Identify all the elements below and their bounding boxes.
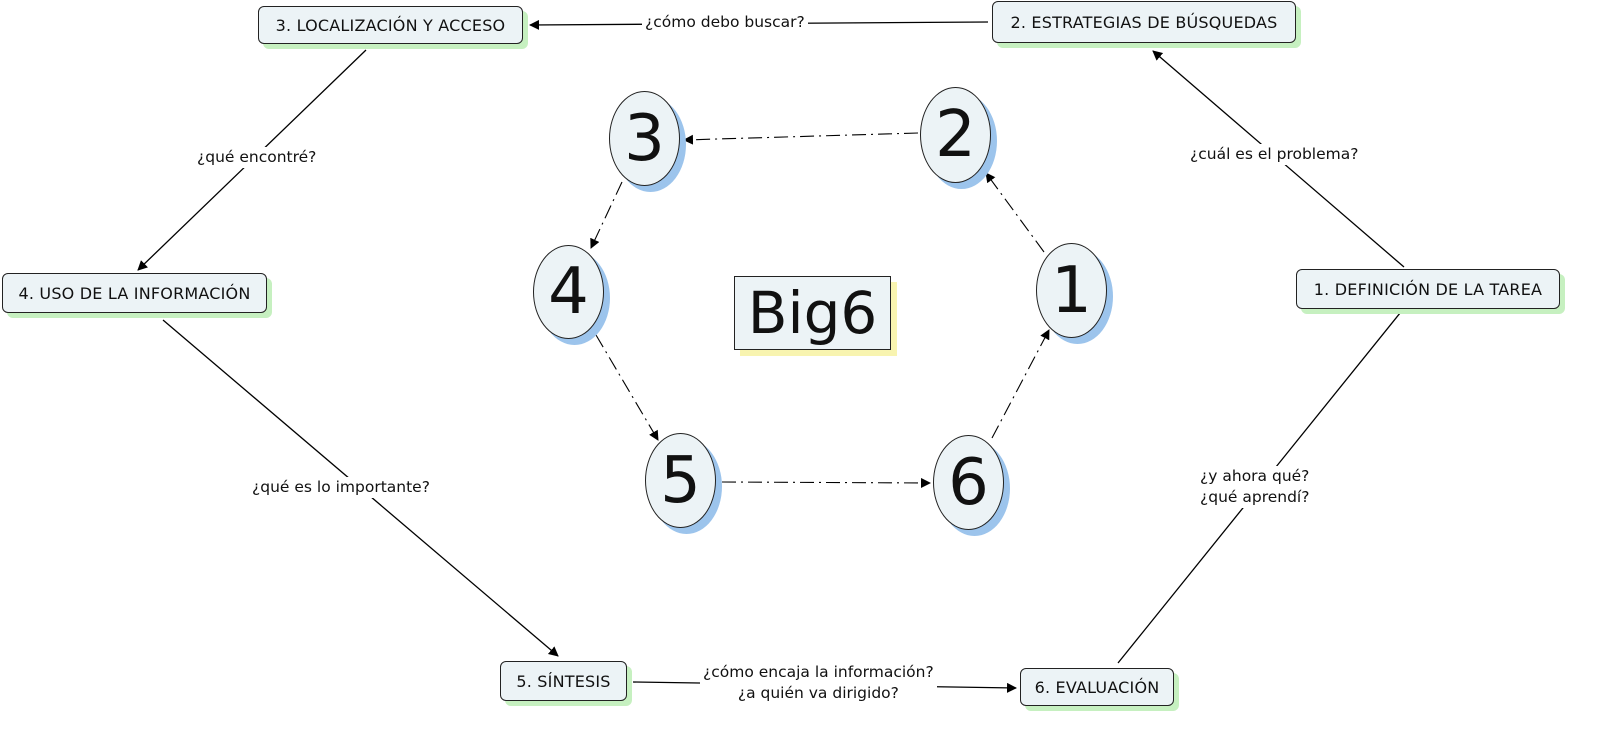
step-circle-5[interactable]: 5 [645,433,716,528]
step-number-5: 5 [660,443,701,518]
stage-node-2[interactable]: 2. ESTRATEGIAS DE BÚSQUEDAS [992,1,1296,43]
step-number-3: 3 [624,101,665,176]
inner-edge-4-to-5 [595,334,659,441]
stage-node-5[interactable]: 5. SÍNTESIS [500,661,627,701]
step-circle-6[interactable]: 6 [933,435,1004,530]
step-number-2: 2 [935,98,976,172]
question-label-6-1: ¿y ahora qué? ¿qué aprendí? [1197,466,1313,508]
step-number-4: 4 [548,255,589,329]
stage-label-1: 1. DEFINICIÓN DE LA TAREA [1313,279,1543,299]
stage-node-4[interactable]: 4. USO DE LA INFORMACIÓN [2,273,267,313]
inner-edge-1-to-2 [985,172,1045,253]
stage-label-6: 6. EVALUACIÓN [1034,677,1160,697]
question-label-2-3: ¿cómo debo buscar? [642,12,808,33]
step-number-6: 6 [948,445,989,520]
diagram-title: Big6 [734,276,891,350]
stage-label-4: 4. USO DE LA INFORMACIÓN [18,283,251,303]
step-circle-1[interactable]: 1 [1036,243,1107,338]
stage-node-1[interactable]: 1. DEFINICIÓN DE LA TAREA [1296,269,1560,309]
step-circle-3[interactable]: 3 [609,91,680,186]
step-circle-2[interactable]: 2 [920,87,991,183]
inner-edge-6-to-1 [991,329,1050,439]
question-label-4-5: ¿qué es lo importante? [249,477,433,498]
stage-label-3: 3. LOCALIZACIÓN Y ACCESO [275,15,506,35]
question-label-1-2: ¿cuál es el problema? [1187,144,1362,165]
stage-node-3[interactable]: 3. LOCALIZACIÓN Y ACCESO [258,6,523,44]
inner-edge-3-to-4 [590,181,623,249]
stage-label-2: 2. ESTRATEGIAS DE BÚSQUEDAS [1010,12,1278,32]
step-number-1: 1 [1051,253,1092,328]
diagram-title-text: Big6 [747,279,878,347]
question-label-3-4: ¿qué encontré? [194,147,320,168]
stage-node-6[interactable]: 6. EVALUACIÓN [1020,668,1174,706]
inner-edge-5-to-6 [721,477,931,488]
question-label-5-6: ¿cómo encaja la información? ¿a quién va… [700,662,937,704]
inner-edge-2-to-3 [683,132,919,145]
stage-label-5: 5. SÍNTESIS [516,671,611,691]
step-circle-4[interactable]: 4 [533,245,604,339]
